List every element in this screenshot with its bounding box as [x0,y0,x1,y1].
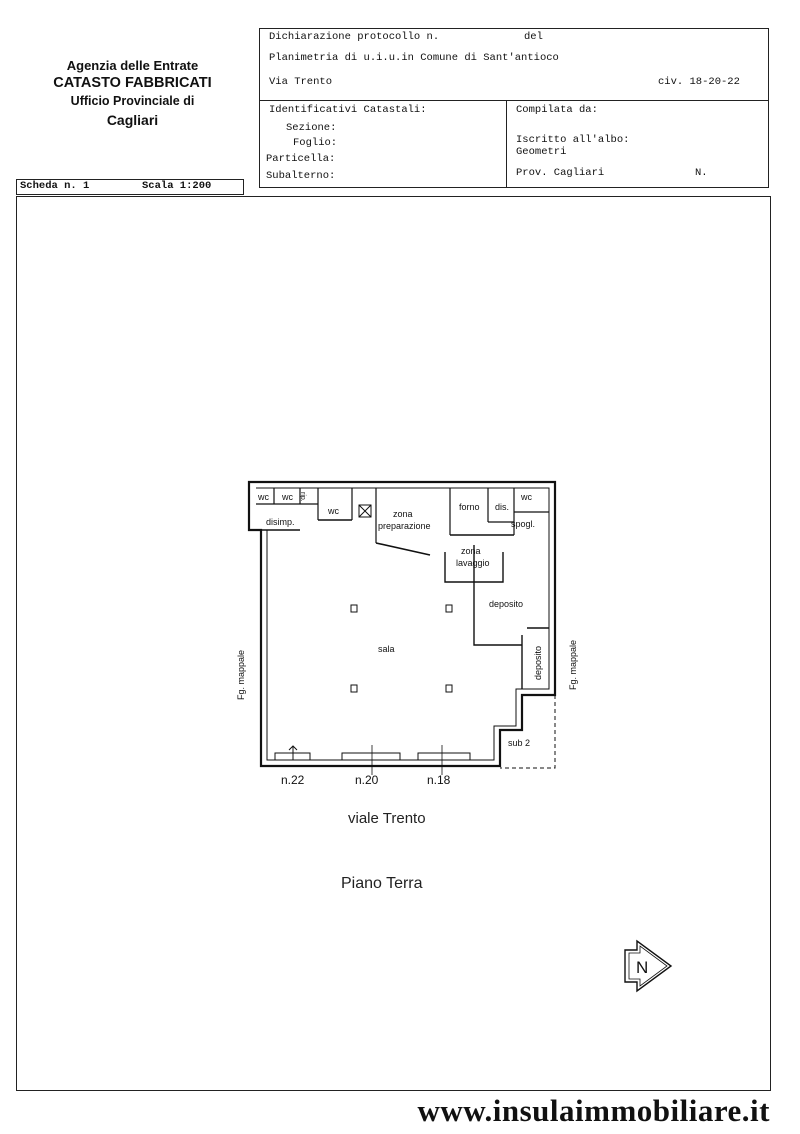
room-wc-2: wc [281,492,293,502]
room-wc-1: wc [257,492,269,502]
prov-label: Prov. Cagliari [516,167,605,179]
subalterno-label: Subalterno: [266,170,336,182]
room-wc-4: wc [520,492,532,502]
agency-block: Agenzia delle Entrate CATASTO FABBRICATI… [20,58,245,128]
compilata-title: Compilata da: [516,104,598,116]
floor-label: Piano Terra [341,875,423,892]
room-zona-prep-2: preparazione [378,521,431,531]
room-zona-prep-1: zona [393,509,413,519]
agency-name: Agenzia delle Entrate [66,58,199,73]
civic-n20: n.20 [355,773,379,787]
scala-label: Scala 1:200 [142,180,212,192]
del-label: del [524,31,543,43]
north-arrow-icon [624,939,673,993]
room-spogl: spogl. [511,519,535,529]
albo-label: Geometri [516,146,567,158]
side-label-right: Fg. mappale [568,640,578,690]
street-label: viale Trento [348,810,426,827]
room-deposito-2: deposito [533,646,543,680]
civic-n18: n.18 [427,773,451,787]
room-dis: dis. [495,502,509,512]
ufficio-label: Ufficio Provinciale di [70,94,195,108]
civic-n22: n.22 [281,773,305,787]
protocol-label: Dichiarazione protocollo n. [269,31,440,43]
website-watermark: www.insulaimmobiliare.it [417,1093,770,1128]
identificativi-title: Identificativi Catastali: [269,104,427,116]
iscritto-label: Iscritto all'albo: [516,134,630,146]
particella-label: Particella: [266,153,336,165]
sezione-label: Sezione: [286,122,337,134]
city-label: Cagliari [106,112,159,128]
compilata-box [506,100,769,188]
civic-line: civ. 18-20-22 [658,76,740,88]
number-label: N. [695,167,708,179]
room-zona-lav-1: zona [461,546,481,556]
room-wc-3: wc [327,506,339,516]
room-sub2: sub 2 [508,738,530,748]
catasto-title: CATASTO FABBRICATI [53,75,212,91]
room-disimp: disimp. [266,517,295,527]
scheda-label: Scheda n. 1 [20,180,90,192]
scheda-box [16,179,244,195]
room-deposito-1: deposito [489,599,523,609]
room-zona-lav-2: lavaggio [456,558,490,568]
drawing-frame [16,196,771,1091]
room-forno: forno [459,502,480,512]
planimetria-line: Planimetria di u.i.u.in Comune di Sant'a… [269,52,559,64]
room-sala: sala [378,644,395,654]
street-line: Via Trento [269,76,333,88]
foglio-label: Foglio: [293,137,338,149]
north-letter: N [636,958,648,977]
side-label-left: Fg. mappale [236,650,246,700]
room-rip: rip. [299,492,306,502]
